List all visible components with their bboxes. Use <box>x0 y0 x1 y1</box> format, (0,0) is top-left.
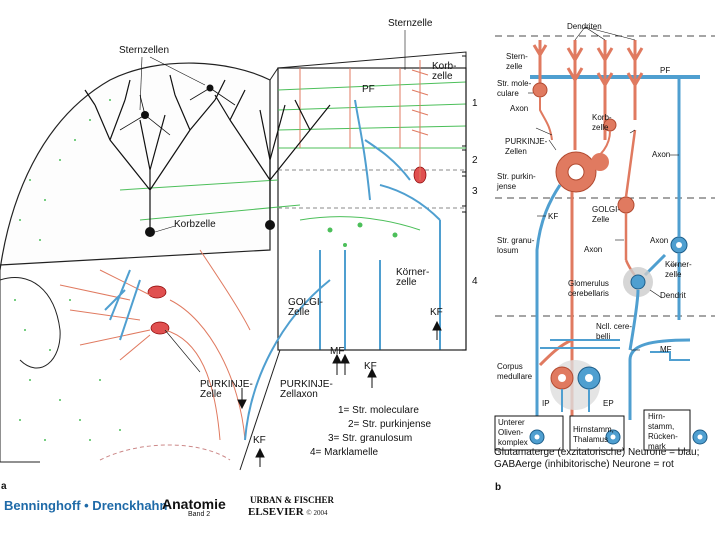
brand-authors: Benninghoff • Drenckhahn <box>4 498 168 513</box>
layer-number-2: 2 <box>472 155 478 166</box>
layer-item-1: 1= Str. moleculare <box>338 405 419 416</box>
label-kf-a1: KF <box>364 361 377 372</box>
label-mf-b: MF <box>660 345 672 354</box>
label-purkinje-zellen: PURKINJE- Zellen <box>505 137 548 156</box>
cerebellum-block-diagram <box>0 30 467 471</box>
label-golgi-zelle-b: GOLGI- Zelle <box>592 205 621 224</box>
label-ncll-cerebelli: Ncll. cere- belli <box>596 322 633 341</box>
label-mf-a: MF <box>330 346 345 357</box>
layer-item-2: 2= Str. purkinjense <box>348 419 432 430</box>
label-unterer-olivenkomplex: Unterer Oliven- komplex <box>498 418 528 447</box>
publisher-elsevier-name: ELSEVIER <box>248 506 304 518</box>
label-korbzelle-top: Korb- zelle <box>432 61 457 82</box>
label-pf-a: PF <box>362 84 375 95</box>
label-axon-3: Axon <box>584 245 603 254</box>
label-axon-4: Axon <box>650 236 669 245</box>
label-hirnstamm-thalamus: Hirnstamm, Thalamus <box>573 425 614 444</box>
label-pf-b: PF <box>660 66 671 75</box>
legend-excitatory: Glutamaterge (exzitatorische) Neurone = … <box>494 447 700 458</box>
layer-list: 1= Str. moleculare 2= Str. purkinjense 3… <box>310 404 432 460</box>
label-sternzelle-b: Stern- zelle <box>506 52 528 71</box>
layer-number-3: 3 <box>472 186 478 197</box>
label-hirnstamm-rueckenmark: Hirn- stamm, Rücken- mark <box>648 412 678 451</box>
label-kf-b: KF <box>548 212 559 221</box>
publisher-urban-fischer: URBAN & FISCHER <box>250 495 335 505</box>
layer-number-1: 1 <box>472 98 478 109</box>
legend-inhibitory: GABAerge (inhibitorische) Neurone = rot <box>494 459 674 470</box>
label-str-granulosum: Str. granu- losum <box>497 236 535 255</box>
label-dendriten: Dendriten <box>567 22 602 31</box>
panel-letter-a: a <box>1 481 7 492</box>
label-glomerulus: Glomerulus cerebellaris <box>568 279 609 298</box>
label-ep: EP <box>603 399 614 408</box>
label-koernerzelle-b: Körner- zelle <box>665 260 692 279</box>
label-purkinje-axon: PURKINJE- Zellaxon <box>280 379 333 400</box>
label-sternzellen: Sternzellen <box>119 45 170 56</box>
brand-title: Anatomie <box>162 496 226 512</box>
publisher-elsevier: ELSEVIER © 2004 <box>248 506 327 518</box>
label-axon-1: Axon <box>510 104 529 113</box>
label-str-purkinjense: Str. purkin- jense <box>497 172 536 191</box>
label-corpus-medullare: Corpus medullare <box>497 362 533 381</box>
label-korbzelle-b: Korb- zelle <box>592 113 612 132</box>
label-kf-a3: KF <box>253 435 266 446</box>
color-legend: Glutamaterge (exzitatorische) Neurone = … <box>494 447 699 471</box>
label-ip: IP <box>542 399 550 408</box>
label-sternzelle-a: Sternzelle <box>388 18 433 29</box>
label-dendrit: Dendrit <box>660 291 686 300</box>
label-axon-2: Axon <box>652 150 671 159</box>
label-koernerzelle-a: Körner- zelle <box>396 267 430 288</box>
layer-item-4: 4= Marklamelle <box>310 447 379 458</box>
label-golgi-a: GOLGI- Zelle <box>288 297 324 318</box>
copyright: © 2004 <box>306 509 328 517</box>
label-purkinje-zelle: PURKINJE- Zelle <box>200 379 253 400</box>
layer-item-3: 3= Str. granulosum <box>328 433 413 444</box>
label-kf-a2: KF <box>430 307 443 318</box>
panel-letter-b: b <box>495 482 502 493</box>
layer-number-4: 4 <box>472 276 478 287</box>
label-korbzelle-mid: Korbzelle <box>174 219 216 230</box>
brand-volume: Band 2 <box>188 511 211 518</box>
cerebellar-circuit-schematic <box>494 26 715 451</box>
label-str-moleculare: Str. mole- culare <box>497 79 532 98</box>
